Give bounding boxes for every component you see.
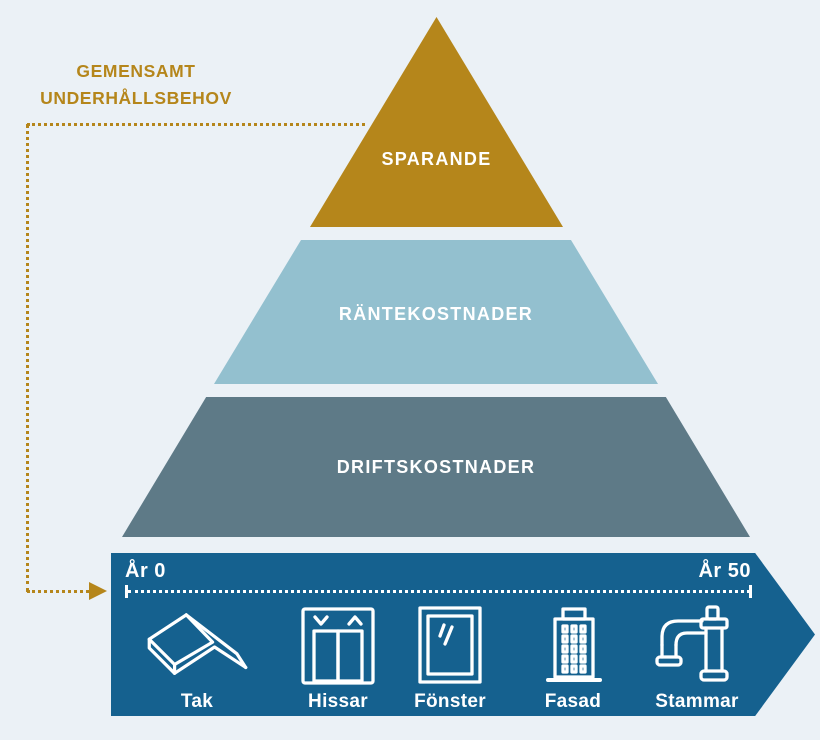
annotation-line2: UNDERHÅLLSBEHOV: [40, 88, 232, 108]
window-icon: [385, 603, 515, 685]
timeline-tick-end: [749, 585, 752, 598]
dotted-connector-vertical: [26, 124, 29, 592]
timeline-item-hissar: Hissar: [273, 603, 403, 713]
pyramid-level-sparande: SPARANDE: [310, 17, 563, 227]
timeline-start-label: År 0: [125, 560, 166, 582]
timeline-item-label: Stammar: [655, 691, 739, 712]
connector-arrowhead-icon: [89, 582, 107, 600]
dotted-connector-top: [27, 123, 365, 126]
timeline-item-tak: Tak: [132, 603, 262, 713]
roof-icon: [132, 603, 262, 685]
timeline-item-stammar: Stammar: [632, 603, 762, 713]
pyramid-level-label: SPARANDE: [381, 149, 492, 169]
timeline-item-label: Fönster: [414, 691, 486, 712]
pipes-icon: [632, 603, 762, 685]
annotation-line1: GEMENSAMT: [76, 61, 196, 81]
timeline-end-label: År 50: [698, 560, 751, 582]
pyramid-level-label: RÄNTEKOSTNADER: [338, 304, 534, 324]
timeline-dotted-axis: [128, 590, 750, 593]
timeline-item-fonster: Fönster: [385, 603, 515, 713]
timeline-item-label: Hissar: [308, 691, 368, 712]
timeline-banner: År 0 År 50 Tak Hissar: [111, 553, 815, 716]
pyramid-level-label: DRIFTSKOSTNADER: [336, 457, 536, 477]
timeline-item-label: Tak: [180, 691, 214, 712]
pyramid-level-rantekostnader: RÄNTEKOSTNADER: [214, 240, 658, 384]
annotation-label: GEMENSAMT UNDERHÅLLSBEHOV: [20, 58, 252, 112]
elevator-icon: [273, 603, 403, 685]
timeline-tick-start: [125, 585, 128, 598]
pyramid-level-driftskostnader: DRIFTSKOSTNADER: [122, 397, 750, 537]
timeline-item-label: Fasad: [544, 691, 602, 712]
dotted-connector-bottom: [27, 590, 89, 593]
timeline-item-fasad: Fasad: [508, 603, 638, 713]
facade-icon: [508, 603, 638, 685]
